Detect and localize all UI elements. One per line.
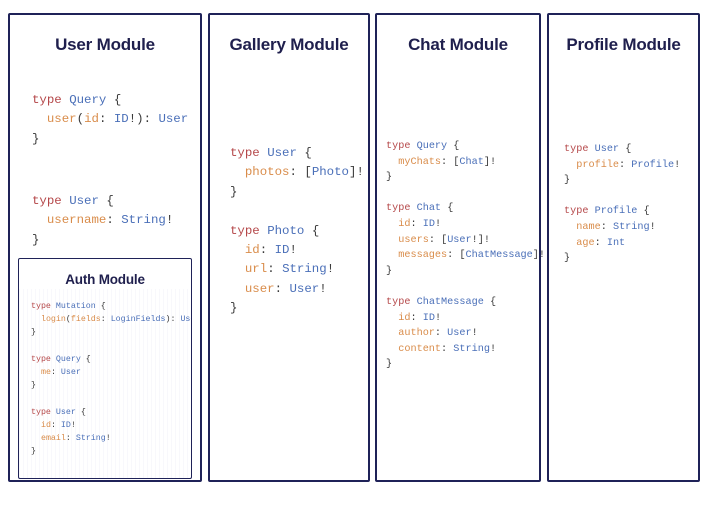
card-title-profile-module: Profile Module xyxy=(566,35,681,54)
card-user-module[interactable]: User Module type Query { user(id: ID!): … xyxy=(8,13,202,482)
card-gallery-module[interactable]: Gallery Module type User { photos: [Phot… xyxy=(208,13,370,482)
card-title-user-module: User Module xyxy=(55,35,155,54)
card-title-auth-module: Auth Module xyxy=(65,272,145,287)
code-block-user-type: type User { username: String! } xyxy=(32,194,174,247)
card-title-chat-module: Chat Module xyxy=(408,35,508,54)
card-chat-module[interactable]: Chat Module type Query { myChats: [Chat]… xyxy=(375,13,545,482)
code-block-auth: type Mutation { login(fields: LoginField… xyxy=(31,302,191,457)
code-block-chat: type Query { myChats: [Chat]! } type Cha… xyxy=(386,141,546,371)
card-title-gallery-module: Gallery Module xyxy=(229,35,349,54)
code-block-user-query: type Query { user(id: ID!): User } xyxy=(32,93,189,146)
code-block-gallery: type User { photos: [Photo]! } type Phot… xyxy=(230,146,364,316)
card-profile-module[interactable]: Profile Module type User { profile: Prof… xyxy=(547,13,700,482)
card-auth-module[interactable]: Auth Module type Mutation { login(fields… xyxy=(18,258,192,479)
code-block-profile: type User { profile: Profile! } type Pro… xyxy=(564,144,681,265)
